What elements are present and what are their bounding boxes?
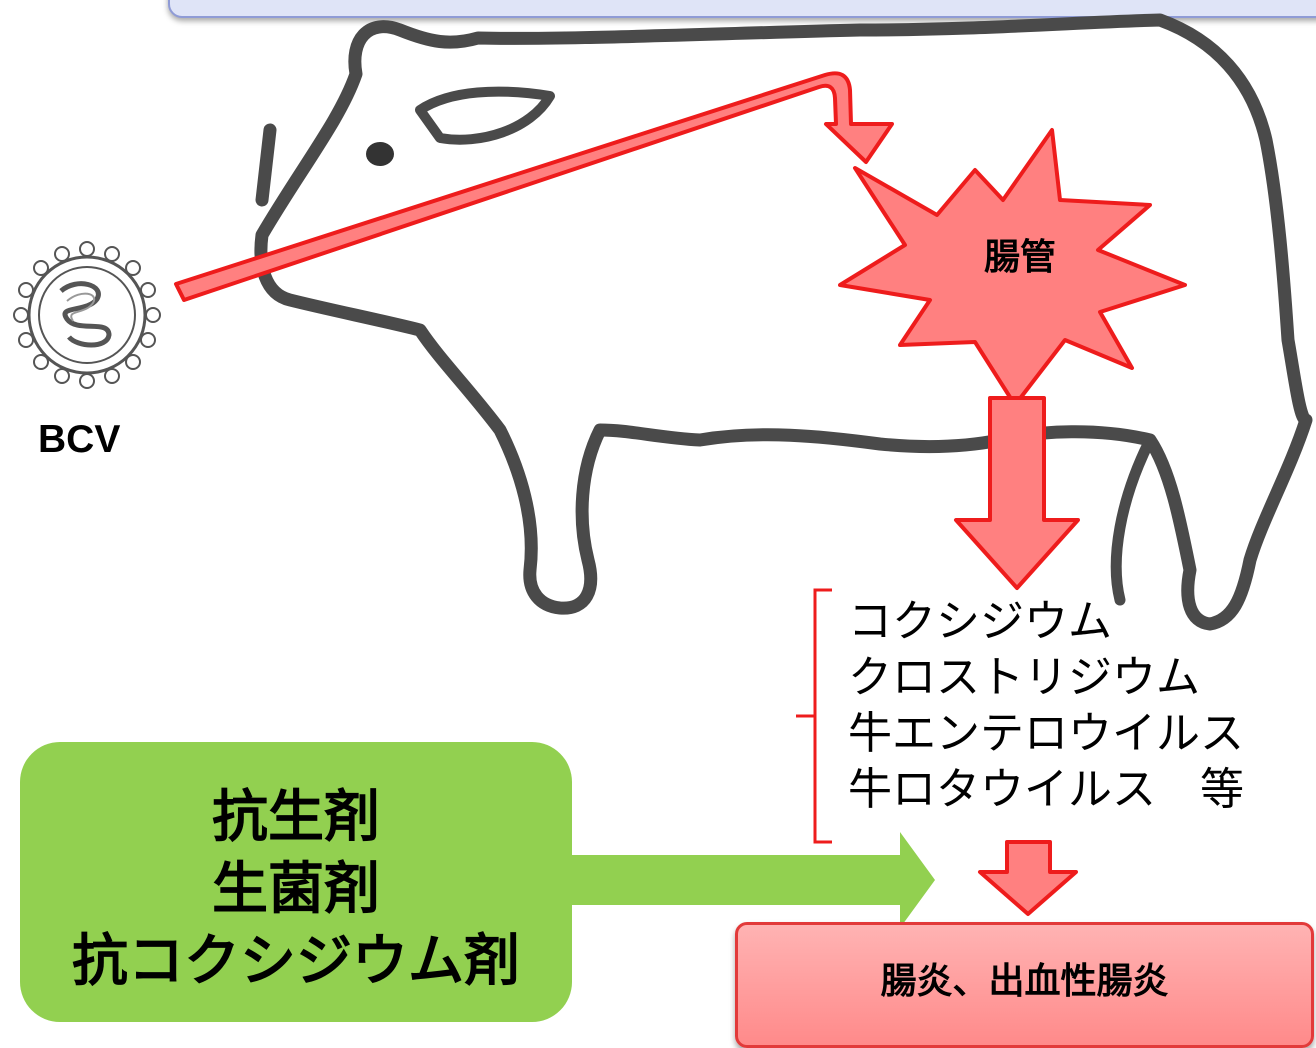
top-banner xyxy=(168,0,1316,18)
treatment-list: 抗生剤 生菌剤 抗コクシジウム剤 xyxy=(20,782,572,998)
list-item: クロストリジウム xyxy=(848,652,1200,703)
list-item: 抗生剤 xyxy=(212,785,380,850)
list-item: 抗コクシジウム剤 xyxy=(72,929,520,994)
infection-arrow xyxy=(174,71,894,302)
virus-icon xyxy=(13,241,161,389)
virus-label: BCV xyxy=(38,418,121,461)
list-item: コクシジウム xyxy=(848,596,1112,647)
list-item: 牛エンテロウイルス xyxy=(848,708,1244,759)
infection-diagram: BCV 腸管 コクシジウム クロストリジウム 牛エンテロウイルス 牛ロタウイルス… xyxy=(13,0,1316,1048)
pathogen-list: コクシジウム クロストリジウム 牛エンテロウイルス 牛ロタウイルス 等 xyxy=(848,594,1244,818)
list-item: 生菌剤 xyxy=(212,857,380,922)
diagram-graphics xyxy=(13,13,1313,928)
treatment-box xyxy=(20,742,572,1022)
bracket xyxy=(796,588,832,844)
burst-shape xyxy=(838,128,1187,407)
intestine-label: 腸管 xyxy=(983,237,1056,278)
cow-eye-icon xyxy=(366,142,394,166)
down-arrow-large xyxy=(954,396,1080,590)
outcome-label: 腸炎、出血性腸炎 xyxy=(880,961,1169,1002)
cow-outline xyxy=(254,13,1313,631)
down-arrow-small xyxy=(978,840,1078,916)
list-item: 牛ロタウイルス 等 xyxy=(848,764,1244,815)
treatment-arrow xyxy=(560,832,935,928)
